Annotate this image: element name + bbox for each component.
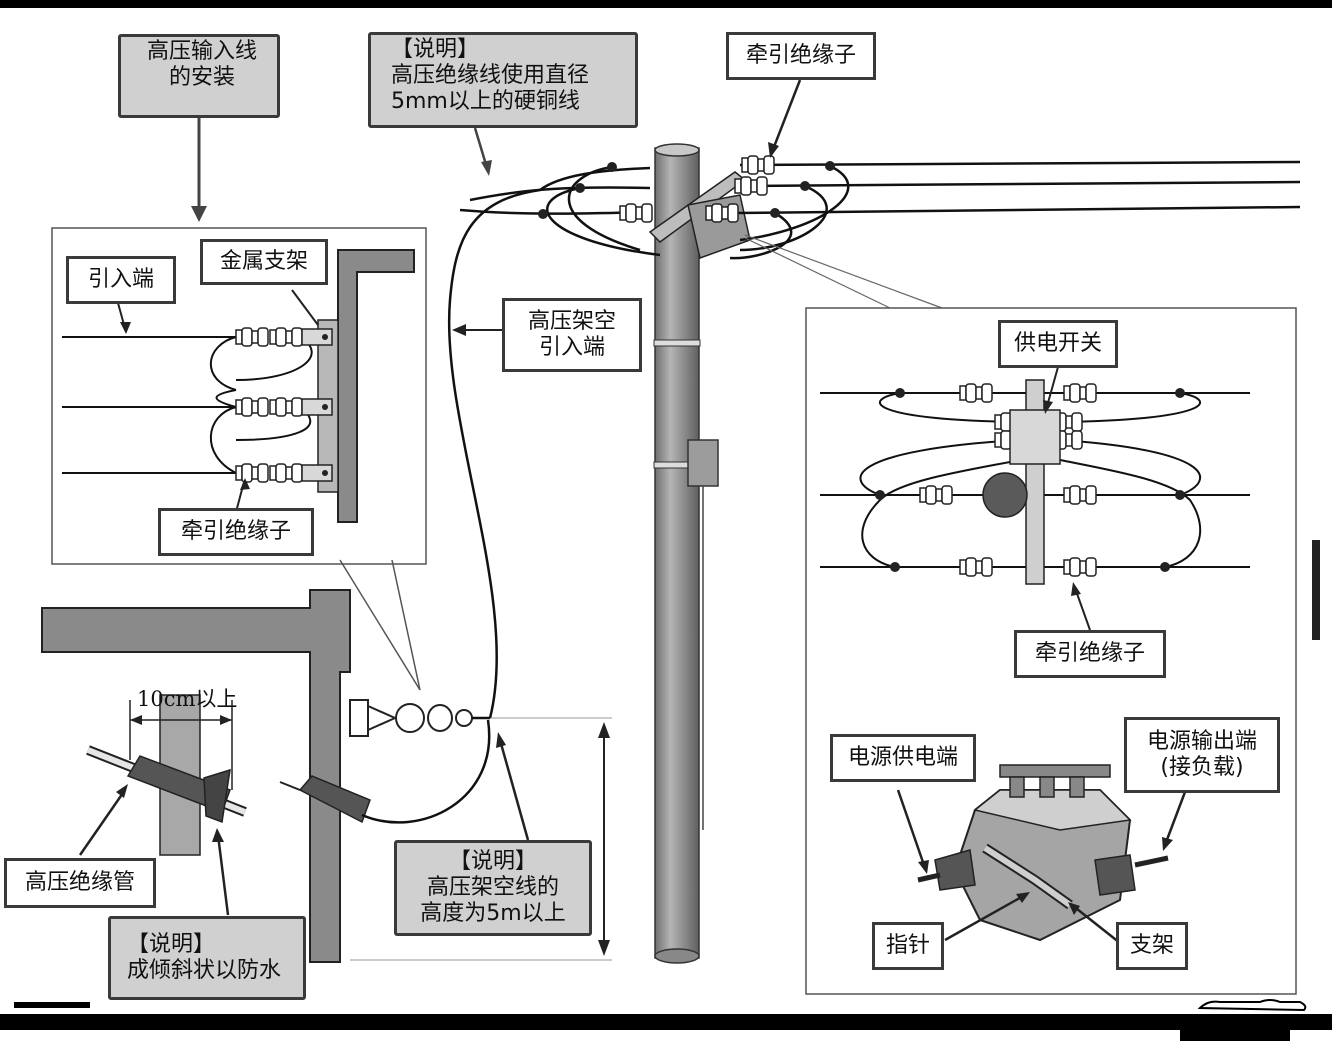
top-frame-bar (0, 0, 1332, 8)
label-traction-insulator-right: 牵引绝缘子 (1014, 630, 1166, 678)
note-height-heading: 【说明】 (448, 849, 537, 874)
bottom-frame-bar (0, 1014, 1332, 1030)
note-height: 【说明】 高压架空线的 高度为5m以上 (394, 840, 592, 936)
label-hv-insulation-tube: 高压绝缘管 (4, 858, 156, 908)
note-top-line1: 高压绝缘线使用直径 (391, 63, 590, 88)
label-hv-input-install-line2: 的安装 (168, 65, 235, 90)
label-lead-in-end: 引入端 (66, 256, 176, 304)
label-pointer: 指针 (872, 922, 944, 970)
note-top: 【说明】 高压绝缘线使用直径 5mm以上的硬铜线 (368, 32, 638, 128)
building-beam (41, 589, 351, 963)
note-height-line1: 高压架空线的 (426, 875, 559, 900)
label-hv-overhead-lead-in-line1: 高压架空 (527, 309, 616, 334)
label-power-output-end-line2: (接负载) (1160, 755, 1244, 780)
label-traction-insulator-left: 牵引绝缘子 (158, 508, 314, 556)
note-height-line2: 高度为5m以上 (420, 901, 566, 926)
label-metal-bracket: 金属支架 (200, 239, 328, 285)
label-power-output-end: 电源输出端 (接负载) (1124, 717, 1280, 793)
note-top-heading: 【说明】 (391, 37, 480, 62)
label-power-output-end-line1: 电源输出端 (1146, 729, 1257, 754)
label-hv-input-install-line1: 高压输入线 (146, 39, 257, 64)
note-waterproof-heading: 【说明】 (127, 932, 216, 957)
label-hv-input-install: 高压输入线 的安装 (118, 34, 280, 118)
label-bracket: 支架 (1116, 922, 1188, 970)
note-top-line2: 5mm以上的硬铜线 (391, 89, 580, 114)
label-hv-overhead-lead-in: 高压架空 引入端 (502, 298, 642, 372)
label-hv-overhead-lead-in-line2: 引入端 (538, 335, 605, 360)
note-waterproof-line1: 成倾斜状以防水 (127, 958, 282, 983)
label-power-switch: 供电开关 (998, 320, 1118, 368)
dimension-10cm: 10cm以上 (137, 687, 238, 711)
note-waterproof: 【说明】 成倾斜状以防水 (108, 916, 306, 1000)
label-power-supply-end: 电源供电端 (830, 734, 976, 782)
utility-pole (654, 147, 700, 959)
label-traction-insulator-top: 牵引绝缘子 (726, 32, 876, 80)
